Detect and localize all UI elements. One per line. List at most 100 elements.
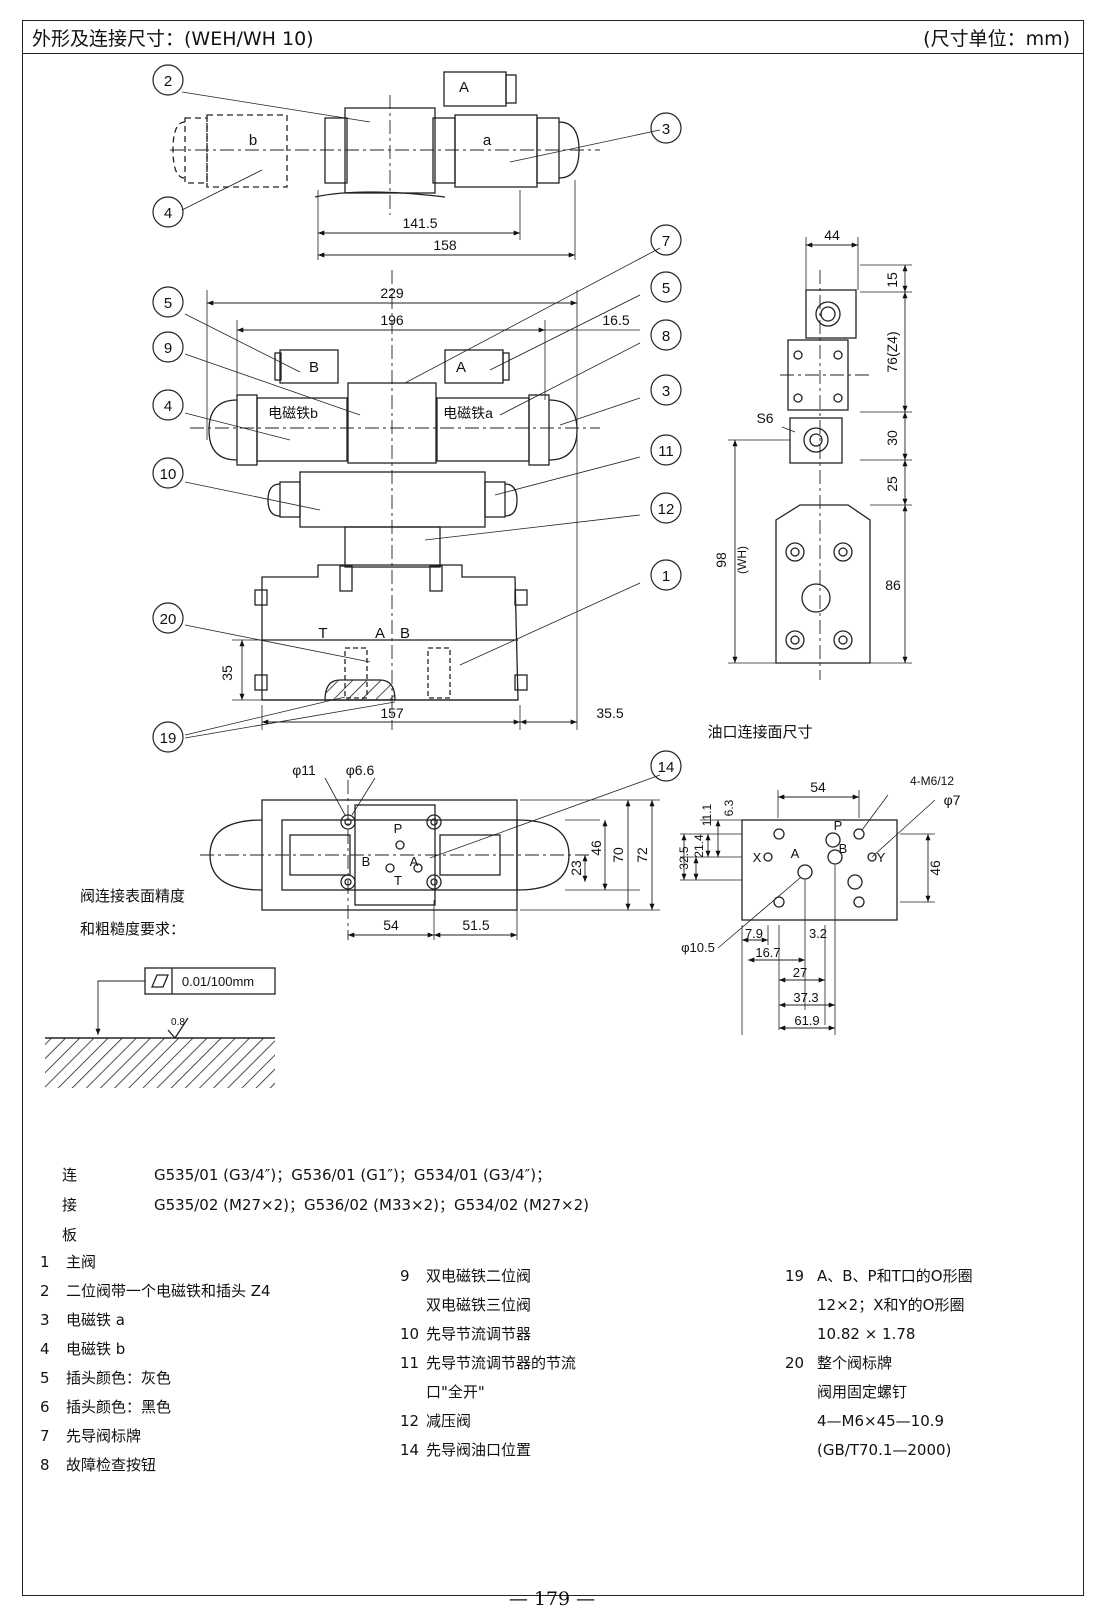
port-caption: 油口连接面尺寸 — [707, 724, 812, 741]
svg-text:4: 4 — [164, 398, 172, 415]
svg-text:X: X — [753, 850, 762, 865]
svg-text:B: B — [362, 854, 371, 869]
surface-req-line-2: 和粗糙度要求： — [80, 920, 186, 938]
svg-text:φ6.6: φ6.6 — [346, 762, 375, 778]
side-view — [728, 237, 912, 680]
svg-text:37.3: 37.3 — [793, 990, 818, 1005]
svg-text:20: 20 — [160, 611, 177, 628]
list-item: 10.82 × 1.78 — [817, 1325, 916, 1343]
svg-text:5: 5 — [662, 280, 670, 297]
surface-requirement-text: 阀连接表面精度 和粗糙度要求： — [80, 880, 185, 946]
svg-text:25: 25 — [884, 476, 900, 492]
svg-text:7: 7 — [662, 233, 670, 250]
svg-text:14: 14 — [658, 759, 675, 776]
svg-text:70: 70 — [610, 847, 626, 863]
svg-text:φ7: φ7 — [944, 792, 961, 808]
svg-text:27: 27 — [793, 965, 807, 980]
svg-text:61.9: 61.9 — [794, 1013, 819, 1028]
svg-text:76(Z4): 76(Z4) — [884, 331, 900, 372]
svg-text:电磁铁a: 电磁铁a — [443, 405, 493, 421]
page-number: — 179 — — [508, 1588, 596, 1610]
svg-text:16.7: 16.7 — [755, 945, 780, 960]
svg-text:11.1: 11.1 — [700, 803, 714, 826]
svg-text:9: 9 — [164, 340, 172, 357]
port-letters: A b a B A T A B P B A T P A B X Y 电磁铁b 电… — [249, 79, 886, 888]
list-item: 双电磁铁三位阀 — [426, 1296, 532, 1314]
dimension-texts: 141.5 158 229 196 16.5 157 35.5 35 44 15… — [171, 215, 961, 1028]
svg-text:15: 15 — [884, 272, 900, 288]
svg-text:A: A — [375, 625, 385, 642]
svg-text:φ11: φ11 — [292, 762, 316, 778]
svg-text:30: 30 — [884, 430, 900, 446]
page-frame — [22, 20, 1084, 1596]
list-item: (GB/T70.1—2000) — [817, 1441, 952, 1459]
svg-text:A: A — [410, 854, 419, 869]
svg-text:10: 10 — [160, 466, 177, 483]
svg-text:电磁铁b: 电磁铁b — [268, 405, 318, 421]
svg-text:21.4: 21.4 — [692, 834, 706, 858]
svg-text:3: 3 — [662, 383, 670, 400]
svg-text:54: 54 — [810, 779, 826, 795]
svg-text:23: 23 — [568, 860, 584, 876]
svg-text:157: 157 — [380, 705, 404, 721]
svg-text:72: 72 — [634, 847, 650, 863]
svg-text:46: 46 — [588, 840, 604, 856]
svg-text:2: 2 — [164, 73, 172, 90]
svg-text:(WH): (WH) — [735, 546, 749, 574]
connection-plate-label: 连接板 — [62, 1166, 78, 1244]
page-title: 外形及连接尺寸：(WEH/WH 10) — [32, 28, 314, 50]
svg-text:44: 44 — [824, 227, 840, 243]
port-pattern-view — [680, 790, 936, 1035]
list-item: 12×2；X和Y的O形圈 — [817, 1296, 965, 1314]
svg-text:158: 158 — [433, 237, 457, 253]
svg-text:35.5: 35.5 — [596, 705, 623, 721]
svg-text:12: 12 — [658, 501, 675, 518]
svg-text:P: P — [834, 818, 843, 833]
svg-text:16.5: 16.5 — [602, 312, 629, 328]
surface-req-line-1: 阀连接表面精度 — [80, 887, 186, 905]
svg-text:4: 4 — [164, 205, 172, 222]
svg-text:φ10.5: φ10.5 — [681, 940, 715, 955]
callout-circles — [152, 64, 682, 782]
svg-text:8: 8 — [662, 328, 670, 345]
svg-text:98: 98 — [713, 552, 729, 568]
svg-text:0.8: 0.8 — [171, 1017, 185, 1028]
unit-note: (尺寸单位：mm) — [923, 28, 1070, 50]
svg-text:3.2: 3.2 — [809, 926, 827, 941]
list-item: 口"全开" — [426, 1383, 485, 1401]
bottom-view — [200, 774, 661, 940]
svg-text:86: 86 — [885, 577, 901, 593]
list-item: 阀用固定螺钉 — [817, 1383, 908, 1401]
svg-text:b: b — [249, 132, 257, 149]
svg-text:141.5: 141.5 — [402, 215, 437, 231]
svg-text:B: B — [400, 625, 410, 642]
svg-text:5: 5 — [164, 295, 172, 312]
surface-symbol — [45, 967, 276, 1088]
svg-text:A: A — [456, 359, 466, 376]
top-single-solenoid-view — [170, 71, 661, 260]
svg-text:6.3: 6.3 — [722, 799, 736, 816]
svg-text:4-M6/12: 4-M6/12 — [910, 774, 954, 788]
header-bar: 外形及连接尺寸：(WEH/WH 10) (尺寸单位：mm) — [22, 20, 1084, 54]
svg-text:Y: Y — [877, 850, 886, 865]
svg-text:196: 196 — [380, 312, 404, 328]
svg-text:T: T — [394, 873, 402, 888]
svg-text:B: B — [309, 359, 319, 376]
